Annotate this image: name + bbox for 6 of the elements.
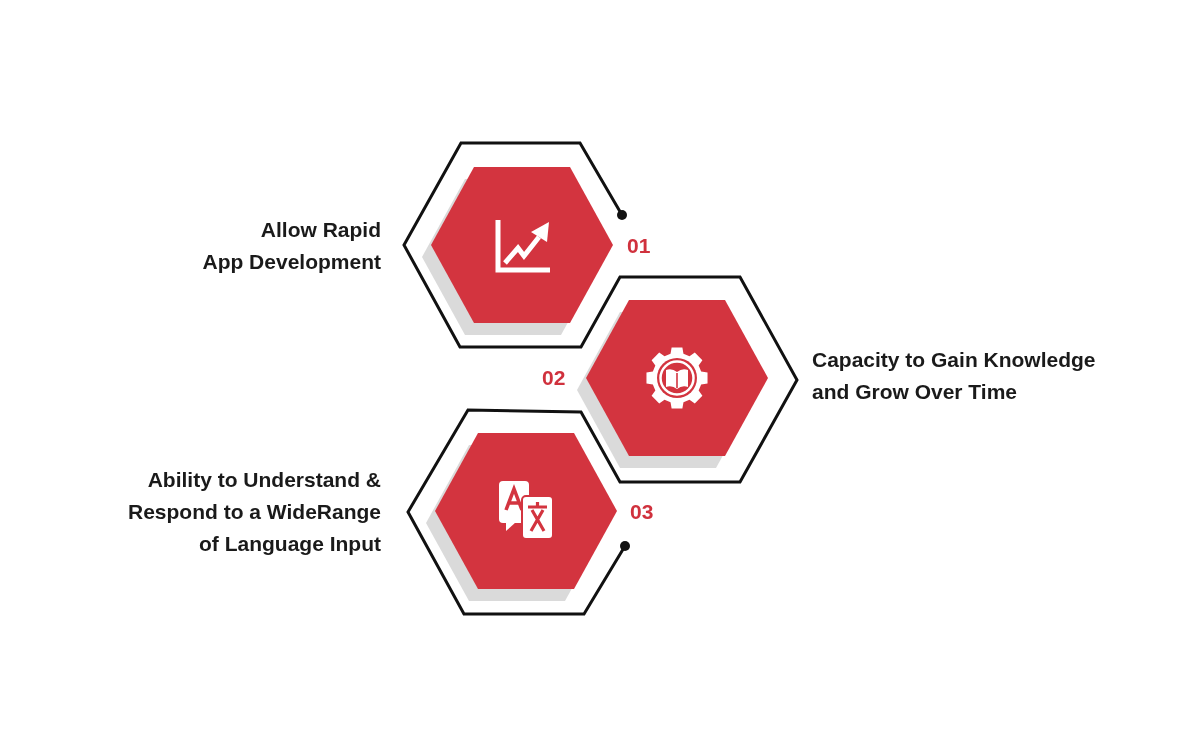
description-text: Capacity to Gain Knowledge and Grow Over Time — [812, 347, 1097, 405]
step-number: 01 — [627, 234, 651, 258]
description-text: Allow Rapid App Development — [201, 217, 381, 275]
description-text: Ability to Understand & Respond to a WideRange of Language Input — [127, 467, 381, 557]
step-number: 03 — [630, 500, 654, 524]
step-number: 02 — [542, 366, 566, 390]
